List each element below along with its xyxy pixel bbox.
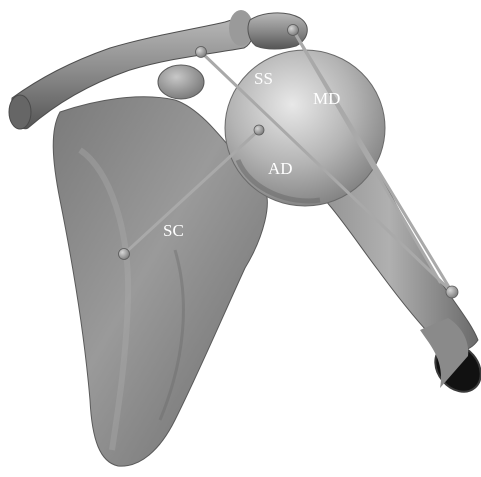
- sc-origin-point: [254, 125, 264, 135]
- label-ss: SS: [254, 69, 273, 88]
- md-origin-point: [288, 25, 299, 36]
- label-ad: AD: [268, 159, 293, 178]
- insertion-point: [446, 286, 458, 298]
- coracoid-process: [158, 65, 204, 99]
- label-md: MD: [313, 89, 340, 108]
- sc-insertion-point: [119, 249, 130, 260]
- ss-origin-point: [196, 47, 207, 58]
- humeral-head: [225, 50, 385, 206]
- clavicle-end: [9, 95, 31, 129]
- label-sc: SC: [163, 221, 184, 240]
